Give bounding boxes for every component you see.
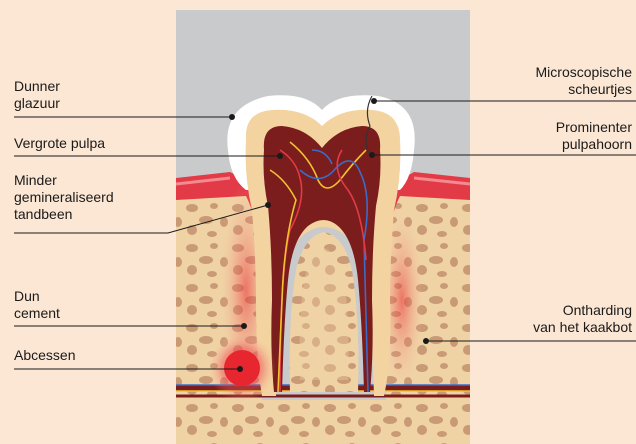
label-prominent-pulp-horn: Prominenter pulpahoorn (556, 119, 632, 153)
label-jawbone-softening: Ontharding van het kaakbot (533, 302, 632, 336)
label-thin-cementum: Dun cement (14, 288, 60, 322)
illustration-panel (176, 10, 470, 444)
label-enlarged-pulp: Vergrote pulpa (14, 135, 105, 152)
label-microscopic-cracks: Microscopische scheurtjes (536, 64, 632, 98)
label-less-mineralized-dentin: Minder gemineraliseerd tandbeen (14, 172, 114, 223)
label-thin-enamel: Dunner glazuur (14, 78, 60, 112)
label-abscesses: Abcessen (14, 347, 75, 364)
